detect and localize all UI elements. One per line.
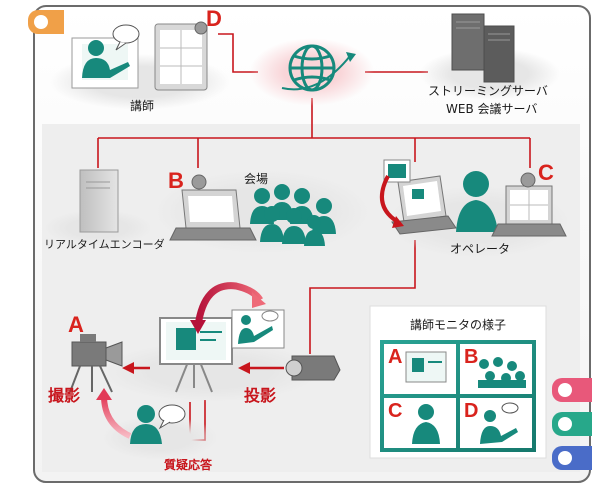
monitor-letter-a: A (388, 346, 403, 368)
letter-c-operator: C (538, 160, 554, 185)
operator-cycle-arrow-icon (379, 175, 400, 224)
qa-label: 質疑応答 (164, 458, 213, 472)
tv-conference-monitor-icon (154, 21, 208, 91)
letter-a-camera: A (68, 312, 84, 337)
tab-dot-icon (558, 383, 572, 397)
monitor-c-operator-icon (412, 404, 440, 444)
server-icon (451, 13, 515, 83)
filming-label: 撮影 (48, 386, 81, 405)
tab-pink[interactable] (552, 378, 592, 402)
qa-arrow-head (96, 388, 112, 400)
letter-b-venue: B (168, 168, 184, 193)
venue-label: 会場 (244, 172, 269, 186)
letter-d-lecturer: D (206, 6, 222, 31)
monitor-letter-b: B (464, 346, 479, 368)
operator-laptop-icon (383, 159, 457, 235)
swap-arc-arrow-icon (194, 282, 264, 327)
operator-person-icon (456, 171, 498, 232)
monitor-d-lecturer-icon (480, 402, 519, 444)
encoder-label: リアルタイムエンコーダ (44, 238, 165, 251)
server-label-1: ストリーミングサーバ (428, 84, 548, 98)
questioner-person-icon (130, 405, 162, 444)
audience-icon (250, 184, 336, 246)
tab-dot-icon (558, 451, 572, 465)
monitor-title: 講師モニタの様子 (410, 318, 507, 332)
globe-arrow-icon (346, 52, 356, 62)
projection-base (100, 342, 320, 402)
tab-green[interactable] (552, 412, 592, 436)
operator-label: オペレータ (450, 242, 511, 256)
venue-laptop-icon (169, 174, 257, 241)
lecturer-slide-icon (231, 309, 285, 349)
operator-arrow-head (392, 216, 404, 228)
tab-dot-icon (34, 15, 48, 29)
projection-label: 投影 (244, 386, 277, 405)
camera-icon (69, 334, 123, 393)
lecturer-label: 講師 (130, 99, 155, 113)
operator-monitor-icon (491, 172, 567, 237)
monitor-letter-d: D (464, 400, 479, 422)
monitor-a-screen-icon (405, 351, 447, 383)
qa-speech-bubble-icon (158, 404, 186, 430)
swap-arc-arrow-head (252, 292, 266, 308)
projector-icon (285, 355, 341, 381)
globe-icon (281, 44, 351, 92)
tab-blue[interactable] (552, 446, 592, 470)
tab-dot-icon (558, 417, 572, 431)
connection-lines (97, 33, 531, 441)
encoder-pc-icon (79, 169, 119, 233)
internet-base (250, 38, 374, 106)
speech-bubble-icon (112, 24, 140, 51)
server-label-2: WEB 会議サーバ (446, 102, 538, 116)
filming-arrows (122, 362, 150, 374)
monitor-letter-c: C (388, 400, 403, 422)
lecturer-person-icon (82, 40, 130, 78)
swap-arc-arrow-tail (190, 320, 206, 334)
tab-orange[interactable] (28, 10, 64, 34)
monitor-b-audience-icon (478, 357, 526, 388)
projection-arrows (238, 362, 284, 374)
qa-arrow-icon (101, 395, 132, 439)
